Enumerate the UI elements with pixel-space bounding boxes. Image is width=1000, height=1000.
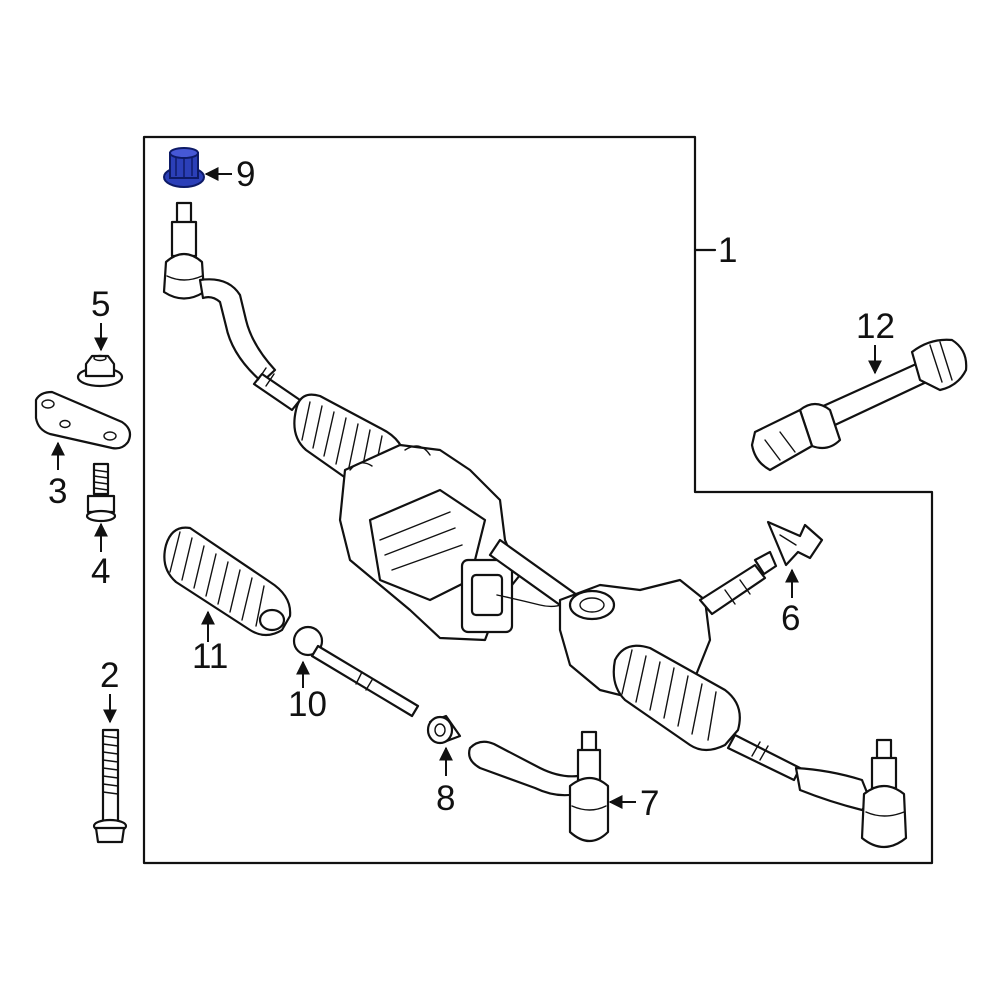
retaining-clip[interactable] [766,520,824,567]
outer-tie-rod-end[interactable] [468,730,610,843]
callout-7: 7 [640,784,659,823]
mounting-bracket[interactable] [34,390,132,450]
steering-gear-housing[interactable] [338,443,573,642]
bushing-ring[interactable] [426,714,462,745]
flange-nut[interactable] [76,354,124,388]
left-outer-tie-rod-end[interactable] [162,201,277,384]
callout-10: 10 [288,685,327,724]
callout-6: 6 [781,599,800,638]
left-tie-rod-shaft [252,367,302,412]
callout-8: 8 [436,779,455,818]
intermediate-shaft[interactable] [750,338,968,472]
long-bolt[interactable] [92,728,128,844]
callout-3: 3 [48,472,67,511]
callout-4: 4 [91,552,110,591]
lock-nut-highlighted[interactable] [163,147,205,188]
callout-5: 5 [91,285,110,324]
inner-tie-rod[interactable] [292,625,420,718]
callout-11: 11 [192,637,228,676]
callout-1: 1 [718,231,737,270]
callout-9: 9 [236,155,255,194]
right-rack-bellows [612,644,741,752]
bellows-boot[interactable] [163,526,292,637]
assembly-boundary [142,135,934,865]
right-outer-tie-rod-end [860,738,908,849]
callout-2: 2 [100,656,119,695]
stud-bolt[interactable] [85,462,117,523]
callout-12: 12 [856,307,895,346]
right-tie-rod [726,733,872,812]
